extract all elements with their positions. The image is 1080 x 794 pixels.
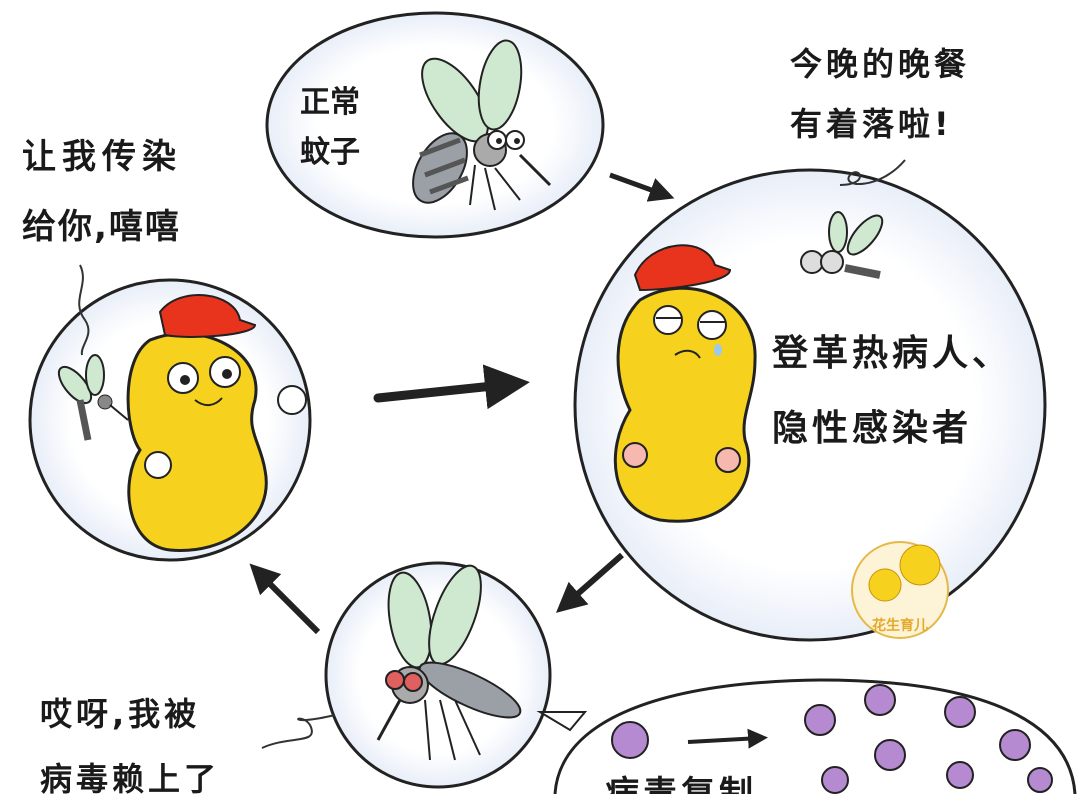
peanut-character-icon <box>613 244 757 523</box>
squiggle-decoration <box>78 264 90 356</box>
virus-replication-text: 病毒复制 <box>605 774 757 794</box>
infect-text-line2: 给你,嘻嘻 <box>22 207 181 247</box>
dinner-text-line1: 今晚的晚餐 <box>790 45 970 83</box>
virus-icon <box>611 684 1053 794</box>
squiggle-decoration <box>839 159 906 186</box>
mosquito-icon <box>57 354 129 441</box>
arrow-icon <box>687 728 768 749</box>
bubble-tail <box>536 711 588 732</box>
normal-mosquito-text: 正常 蚊子 <box>300 85 370 170</box>
brand-logo <box>851 541 949 639</box>
normal-mosquito-circle <box>265 11 605 239</box>
arrow-icon <box>555 552 624 613</box>
arrow-icon <box>609 172 675 202</box>
mosquito-icon <box>376 564 522 761</box>
oops-text-line2: 病毒赖上了 <box>40 760 220 794</box>
brand-logo-text: 花生育儿 <box>872 617 928 634</box>
oops-text-line1: 哎呀,我被 <box>40 695 200 733</box>
peanut-character-icon <box>126 294 307 552</box>
patient-text-line2: 隐性感染者 <box>772 408 972 449</box>
arrow-icon <box>249 563 321 635</box>
patient-text-line1: 登革热病人、 <box>771 333 1012 374</box>
infect-text-line1: 让我传染 <box>22 137 182 177</box>
squiggle-decoration <box>261 714 336 749</box>
mosquito-icon <box>800 211 884 279</box>
mosquito-icon <box>412 39 552 211</box>
arrow-icon <box>373 364 530 410</box>
dinner-text-line2: 有着落啦! <box>790 105 953 143</box>
